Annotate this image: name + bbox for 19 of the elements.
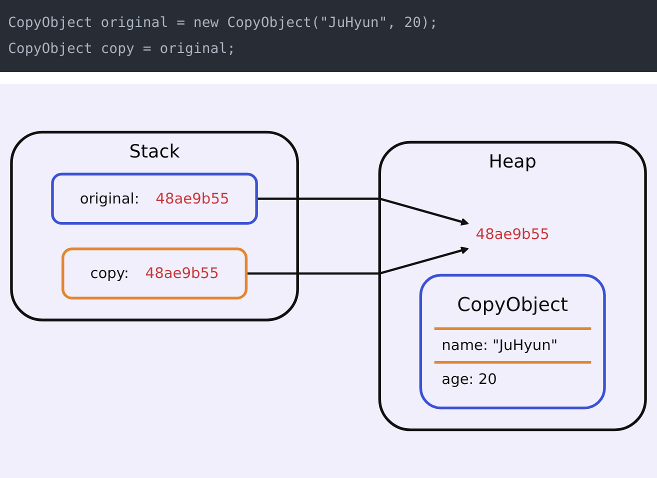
code-line: CopyObject original = new CopyObject("JuHyun", 20); — [8, 14, 438, 33]
memory-area-title: Heap — [488, 149, 536, 174]
memory-address: 48ae9b55 — [145, 263, 219, 284]
variable-name: original: — [80, 188, 140, 209]
node-box — [51, 172, 258, 225]
arrow — [246, 246, 469, 275]
arrow — [256, 198, 469, 226]
variable-name: copy: — [90, 263, 129, 284]
memory-address: 48ae9b55 — [156, 188, 230, 209]
node-box — [62, 248, 248, 300]
cluster — [10, 130, 299, 322]
cluster — [378, 140, 647, 432]
node-box — [419, 274, 606, 410]
memory-address: 48ae9b55 — [476, 224, 550, 244]
memory-area-title: Stack — [129, 139, 180, 164]
field-row: age: 20 — [434, 360, 591, 394]
field-row: name: "JuHyun" — [434, 326, 591, 361]
class-name: CopyObject — [456, 292, 570, 318]
code-line: CopyObject copy = original; — [8, 40, 236, 59]
